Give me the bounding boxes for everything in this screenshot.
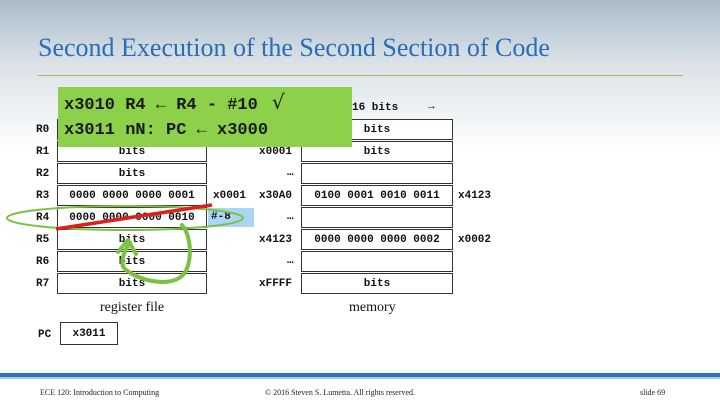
register-value: 0000 0000 0000 0010 [69,211,195,224]
register-cell-r2: bits [57,163,207,184]
pc-label: PC [38,329,52,341]
memory-cell: 0000 0000 0000 0002 [301,229,453,250]
register-new-value-r4: #-8 [208,208,254,227]
memory-value: bits [363,123,391,136]
register-label-r4: R4 [36,212,50,224]
register-value: bits [118,145,146,158]
memory-address: xFFFF [259,278,293,290]
title-divider [38,75,683,76]
pc-value: x3011 [72,327,106,340]
memory-ellipsis: … [287,211,294,223]
register-label-r2: R2 [36,168,50,180]
register-value: bits [118,277,146,290]
slide-title: Second Execution of the Second Section o… [38,33,550,62]
instruction-line-1: x3010 R4 ← R4 - #10 √ [64,87,352,116]
register-cell-r5: bits [57,229,207,250]
memory-caption: memory [349,300,396,315]
instruction-text: x3010 R4 ← R4 - #10 [64,96,258,115]
checkmark-icon: √ [271,90,285,114]
memory-ellipsis: … [287,167,294,179]
memory-address: x0001 [259,146,293,158]
register-cell-r3: 0000 0000 0000 0001 [57,185,207,206]
memory-value: bits [363,277,391,290]
register-value: bits [118,255,146,268]
memory-cell [301,207,453,228]
register-cell-r4: 0000 0000 0000 0010 [57,207,207,228]
register-note-r3: x0001 [213,190,247,202]
memory-note: x4123 [458,190,492,202]
register-value: 0000 0000 0000 0001 [69,189,195,202]
footer-slide-number: slide 69 [640,388,666,397]
memory-address: x30A0 [259,190,293,202]
register-file-caption: register file [100,300,165,315]
register-cell-r7: bits [57,273,207,294]
register-label-r5: R5 [36,234,50,246]
register-label-r6: R6 [36,256,50,268]
register-value: bits [118,167,146,180]
memory-cell: 0100 0001 0010 0011 [301,185,453,206]
pc-register: x3011 [60,322,118,345]
register-label-r0: R0 [36,124,50,136]
memory-value: 0000 0000 0000 0002 [314,233,440,246]
register-label-r3: R3 [36,190,50,202]
footer-course: ECE 120: Introduction to Computing [40,388,160,397]
instruction-line-2: x3011 nN: PC ← x3000 [64,121,269,140]
instruction-callout: x3010 R4 ← R4 - #10 √ x3011 nN: PC ← x300… [58,87,352,147]
register-cell-r6: bits [57,251,207,272]
memory-address: x4123 [259,234,293,246]
register-label-r7: R7 [36,278,50,290]
footer-bar [0,373,720,377]
register-value: bits [118,233,146,246]
memory-note: x0002 [458,234,492,246]
memory-width-arrow: → [428,101,435,113]
register-label-r1: R1 [36,146,50,158]
memory-value: bits [363,145,391,158]
memory-width-label: 16 bits [352,102,399,114]
memory-cell [301,251,453,272]
footer-copyright: © 2016 Steven S. Lumetta. All rights res… [265,388,416,397]
memory-value: 0100 0001 0010 0011 [314,189,440,202]
memory-cell [301,163,453,184]
footer-bar-light [0,377,720,379]
memory-ellipsis: … [287,255,294,267]
memory-cell: bits [301,273,453,294]
